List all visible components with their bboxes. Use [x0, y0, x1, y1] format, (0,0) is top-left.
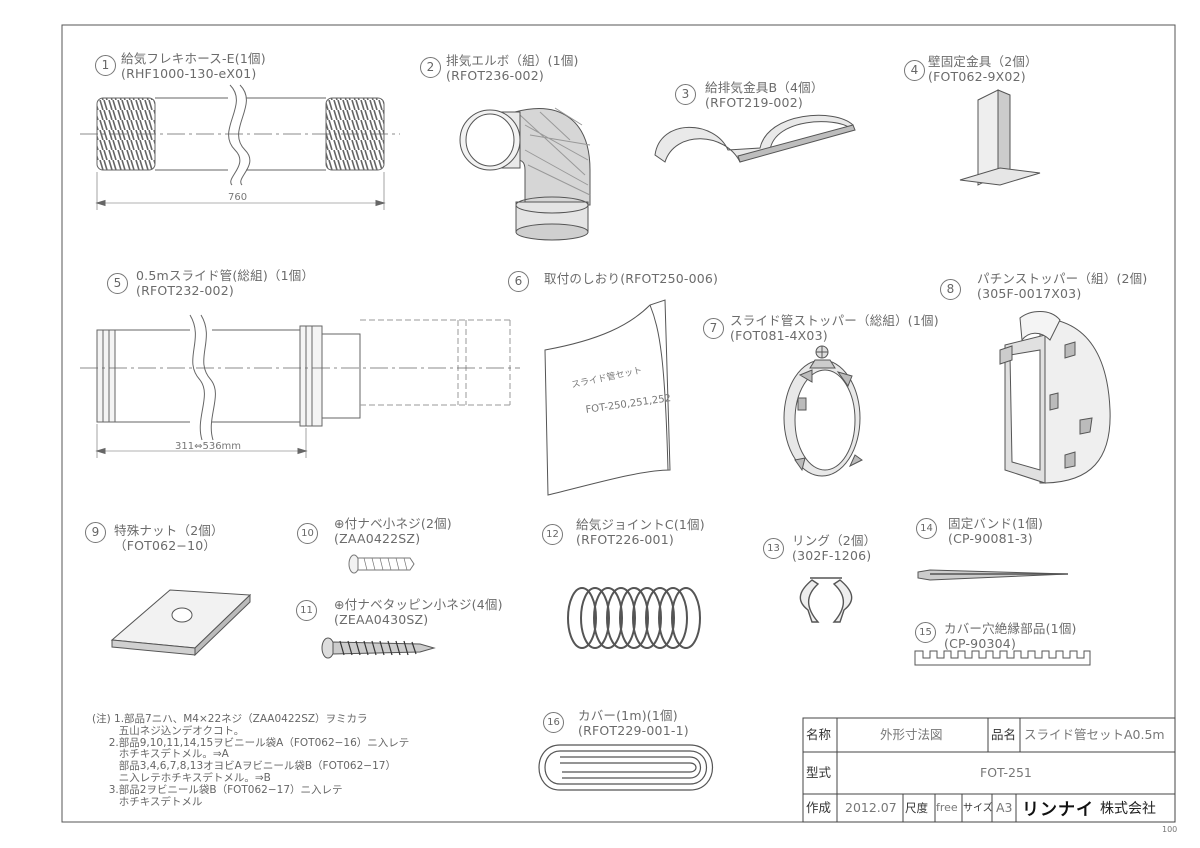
part-number-10: 10 — [297, 523, 318, 544]
pipe-stopper-drawing — [783, 345, 863, 477]
sheet-number: 100 — [1162, 825, 1178, 834]
part-code-9: （FOT062−10） — [114, 538, 217, 553]
part-code-3: (RFOT219-002) — [705, 95, 803, 110]
part-code-11: (ZEAA0430SZ) — [334, 612, 429, 627]
assembly-notes: (注) 1.部品7ニハ、M4×22ネジ（ZAA0422SZ）ヲミカラ 五山ネジ込… — [92, 713, 410, 808]
part-number-9: 9 — [85, 522, 106, 543]
pan-screw-drawing — [348, 554, 415, 574]
part-number-2: 2 — [420, 57, 441, 78]
part-name-1: 給気フレキホース-E(1個) — [121, 51, 266, 66]
part-code-1: (RHF1000-130-eX01) — [121, 66, 257, 81]
slide-range-dimension: 311⇔536mm — [175, 441, 242, 452]
part-name-3: 給排気金具B（4個） — [705, 80, 824, 95]
part-number-14: 14 — [916, 518, 937, 539]
slide-pipe-drawing — [80, 314, 520, 458]
part-name-2: 排気エルボ（組）(1個) — [446, 53, 579, 68]
exhaust-elbow-drawing — [459, 107, 591, 241]
note-line: 部品3,4,6,7,8,13オヨビAヲビニール袋B（FOT062−17） — [92, 760, 396, 773]
part-name-14: 固定バンド(1個) — [948, 516, 1044, 531]
size-value: A3 — [996, 800, 1013, 815]
part-name-5: 0.5mスライド管(総組)（1個） — [136, 268, 315, 283]
part-code-13: (302F-1206) — [792, 548, 872, 563]
part-number-7: 7 — [703, 318, 724, 339]
fixing-band-drawing — [917, 569, 1069, 581]
cover-coil-drawing — [538, 744, 713, 791]
model-value: FOT-251 — [980, 765, 1032, 780]
company-suffix: 株式会社 — [1100, 801, 1156, 817]
part-name-12: 給気ジョイントC(1個) — [576, 517, 705, 532]
ring-drawing — [799, 577, 853, 623]
brand-logo: リンナイ — [1022, 800, 1094, 820]
bracket-b-drawing — [654, 114, 856, 163]
part-name-8: パチンストッパー（組）(2個) — [977, 271, 1148, 286]
name-value: 外形寸法図 — [880, 727, 943, 742]
note-line: 3.部品2ヲビニール袋B（FOT062−17）ニ入レテ — [92, 783, 343, 796]
note-line: ニ入レテホチキスデトメル。⇒B — [92, 771, 271, 784]
part-name-6: 取付のしおり(RFOT250-006) — [544, 271, 719, 286]
model-label: 型式 — [806, 765, 832, 780]
part-code-7: (FOT081-4X03) — [730, 328, 828, 343]
part-name-9: 特殊ナット（2個） — [114, 523, 224, 538]
part-number-12: 12 — [542, 524, 563, 545]
part-number-3: 3 — [675, 84, 696, 105]
part-number-6: 6 — [508, 271, 529, 292]
part-code-2: (RFOT236-002) — [446, 68, 544, 83]
part-code-16: (RFOT229-001-1) — [578, 723, 689, 738]
part-code-15: (CP-90304) — [944, 636, 1017, 651]
created-value: 2012.07 — [845, 800, 897, 815]
part-number-8: 8 — [940, 279, 961, 300]
part-number-16: 16 — [543, 712, 564, 733]
insulation-strip-drawing — [914, 650, 1091, 666]
sheet-border — [61, 24, 1176, 823]
manual-booklet-drawing — [544, 299, 671, 496]
flexible-hose-drawing — [80, 84, 400, 210]
part-code-4: (FOT062-9X02) — [928, 69, 1026, 84]
part-code-8: (305F-0017X03) — [977, 286, 1082, 301]
product-label: 品名 — [991, 727, 1017, 742]
special-nut-drawing — [110, 589, 252, 657]
part-code-12: (RFOT226-001) — [576, 532, 674, 547]
part-name-4: 壁固定金具（2個） — [928, 54, 1038, 69]
hose-length-dimension: 760 — [228, 192, 248, 203]
note-line: ホチキスデトメル。⇒A — [92, 748, 229, 761]
intake-joint-drawing — [567, 587, 701, 649]
part-name-11: ⊕付ナベタッピン小ネジ(4個) — [334, 597, 503, 612]
note-line: 2.部品9,10,11,14,15ヲビニール袋A（FOT062−16）ニ入レテ — [92, 736, 410, 749]
product-value: スライド管セットA0.5m — [1024, 727, 1165, 742]
note-line: 五山ネジ込ンデオクコト。 — [92, 724, 245, 737]
part-name-10: ⊕付ナベ小ネジ(2個) — [334, 516, 452, 531]
part-number-1: 1 — [95, 55, 116, 76]
size-label: サイズ — [963, 803, 993, 814]
note-line: ホチキスデトメル — [92, 795, 203, 808]
name-label: 名称 — [806, 727, 832, 742]
created-label: 作成 — [806, 800, 832, 815]
part-number-13: 13 — [763, 538, 784, 559]
wall-bracket-drawing — [959, 89, 1041, 186]
scale-label: 尺度 — [905, 801, 928, 815]
part-name-15: カバー穴絶縁部品(1個) — [944, 621, 1077, 636]
title-block — [802, 717, 1176, 823]
part-number-11: 11 — [296, 600, 317, 621]
part-number-5: 5 — [107, 273, 128, 294]
part-code-5: (RFOT232-002) — [136, 283, 234, 298]
part-code-14: (CP-90081-3) — [948, 531, 1033, 546]
snap-stopper-drawing — [999, 311, 1111, 484]
part-name-16: カバー(1m)(1個) — [578, 708, 678, 723]
tapping-screw-drawing — [321, 637, 436, 659]
part-number-4: 4 — [904, 60, 925, 81]
part-number-15: 15 — [915, 622, 936, 643]
part-name-13: リング（2個） — [792, 533, 877, 548]
scale-value: free — [936, 801, 958, 814]
part-code-10: (ZAA0422SZ) — [334, 531, 421, 546]
note-line: (注) 1.部品7ニハ、M4×22ネジ（ZAA0422SZ）ヲミカラ — [92, 713, 368, 725]
part-name-7: スライド管ストッパー（総組）(1個) — [730, 313, 939, 328]
